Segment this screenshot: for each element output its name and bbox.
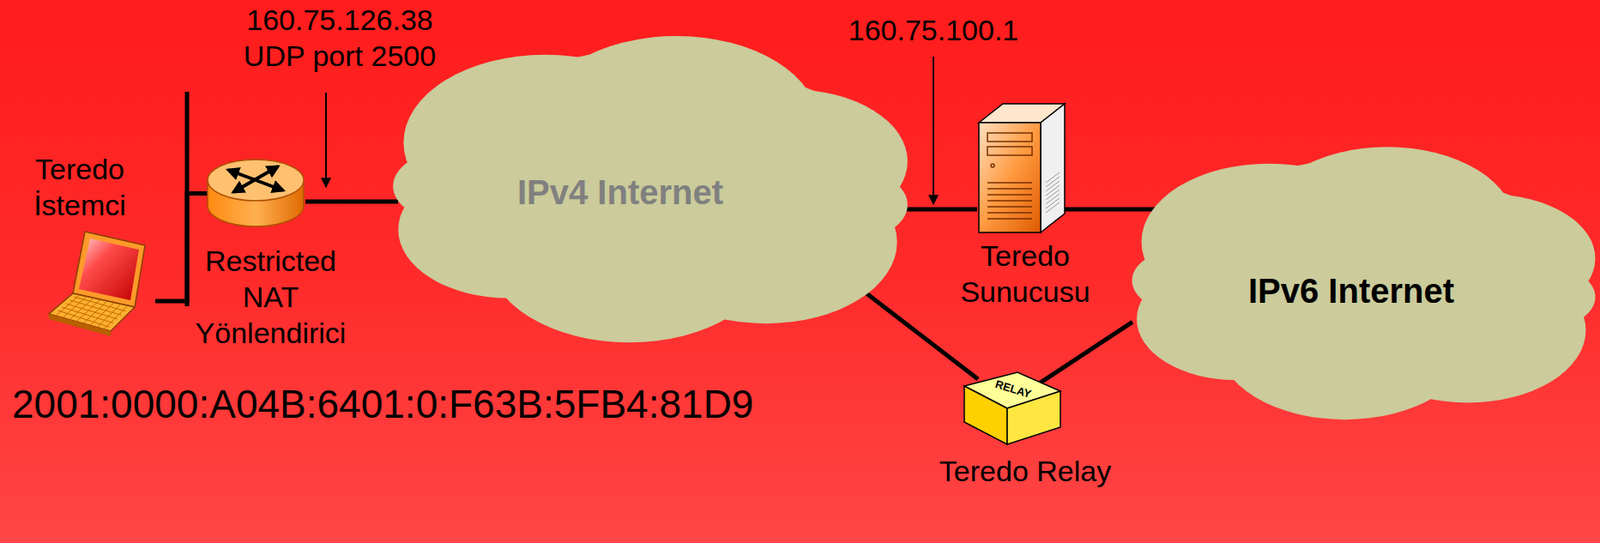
ipv6-address: 2001:0000:A04B:6401:0:F63B:5FB4:81D9 xyxy=(12,380,754,428)
laptop-icon xyxy=(47,229,159,337)
cloud-shape xyxy=(392,36,908,343)
leader-arrow xyxy=(325,92,327,188)
ip-address: 160.75.126.38 UDP port 2500 xyxy=(228,1,452,74)
router-icon xyxy=(204,152,308,235)
ipv4-cloud: IPv4 Internet xyxy=(387,30,913,342)
node-label: Teredo Sunucusu xyxy=(930,237,1120,310)
network-link xyxy=(1038,321,1133,385)
node-label: Restricted NAT Yönlendirici xyxy=(178,242,363,351)
leader-arrow xyxy=(932,56,935,205)
lan-bus xyxy=(185,91,190,307)
teredo-server: Teredo Sunucusu xyxy=(973,96,1069,235)
network-link xyxy=(1064,207,1162,212)
node-label: IPv4 Internet xyxy=(517,171,724,213)
teredo-relay: RELAYTeredo Relay xyxy=(960,370,1064,447)
server-icon xyxy=(973,96,1069,235)
ipv6-cloud: IPv6 Internet xyxy=(1127,142,1600,419)
node-label: IPv6 Internet xyxy=(1248,270,1455,312)
network-link xyxy=(305,199,399,205)
node-label: Teredo İstemci xyxy=(2,150,157,224)
node-label: Teredo Relay xyxy=(930,452,1120,490)
relay-icon xyxy=(960,370,1064,447)
client-laptop: Teredo İstemci xyxy=(47,229,159,337)
nat-router: Restricted NAT Yönlendirici xyxy=(204,152,308,235)
network-link xyxy=(902,207,978,212)
cloud-shape xyxy=(1132,146,1596,420)
network-link xyxy=(155,193,208,302)
ip-address: 160.75.100.1 xyxy=(839,12,1028,49)
